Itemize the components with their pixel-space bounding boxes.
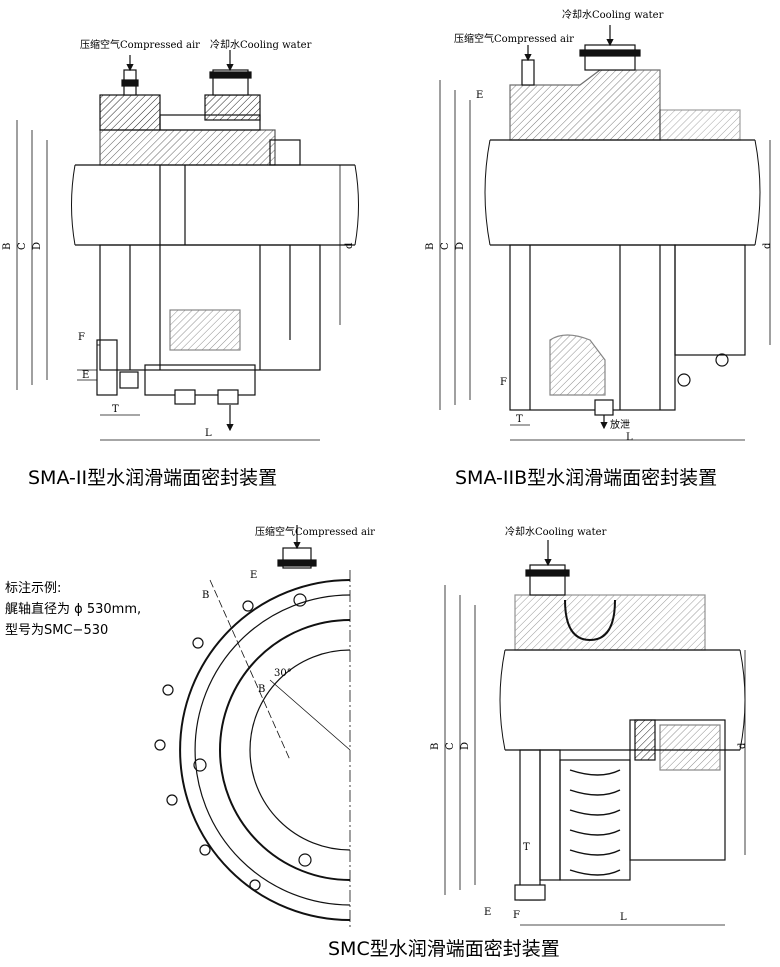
smc-side-dim-B: B bbox=[430, 743, 441, 750]
smc-side-dim-F: F bbox=[513, 910, 520, 921]
smc-side-dim-D: D bbox=[460, 742, 471, 750]
smc-side-dim-C: C bbox=[445, 742, 456, 750]
sma2b-dim-D: D bbox=[455, 242, 466, 250]
sma2-dim-F: F bbox=[78, 332, 85, 343]
sma2b-shaft bbox=[490, 139, 755, 246]
sma2-dim-E: E bbox=[82, 370, 89, 381]
smc-front-dim-B-outer: B bbox=[202, 590, 209, 601]
smc-side-dim-d: d bbox=[737, 742, 748, 749]
smc-side-cooling-water-label: 冷却水Cooling water bbox=[505, 525, 607, 538]
sma2b-dim-F: F bbox=[500, 377, 507, 388]
sma2b-dim-E: E bbox=[476, 90, 483, 101]
smc-side-dim-E: E bbox=[484, 907, 491, 918]
note-line1: 标注示例: bbox=[5, 581, 61, 596]
sma2b-compressed-air-label: 压缩空气Compressed air bbox=[454, 32, 574, 45]
sma2-dim-B: B bbox=[2, 243, 13, 250]
sma2-compressed-air-label: 压缩空气Compressed air bbox=[80, 38, 200, 51]
note-line2: 艉轴直径为 ϕ 530mm, bbox=[5, 602, 141, 617]
sma2b-drawing bbox=[439, 25, 771, 441]
sma2b-dim-T: T bbox=[516, 414, 523, 425]
sma2-dim-T: T bbox=[112, 404, 119, 415]
smc-side-dim-T: T bbox=[523, 842, 530, 853]
sma2b-dim-d: d bbox=[762, 242, 773, 249]
sma2-cooling-water-label: 冷却水Cooling water bbox=[210, 38, 312, 51]
sma2b-dim-C: C bbox=[440, 242, 451, 250]
note-line3: 型号为SMC−530 bbox=[5, 623, 108, 638]
caption-smc: SMC型水润滑端面密封装置 bbox=[328, 938, 560, 960]
sma2b-drain-label: 放泄 bbox=[610, 418, 630, 431]
sma2-shaft bbox=[75, 164, 355, 246]
caption-sma2: SMA-II型水润滑端面密封装置 bbox=[28, 467, 277, 489]
sma2-dim-L: L bbox=[205, 428, 212, 439]
sma2-drawing bbox=[16, 50, 359, 441]
sma2-dim-d: d bbox=[344, 242, 355, 249]
sma2b-dim-B: B bbox=[425, 243, 436, 250]
smc-front-view bbox=[154, 525, 351, 930]
sma2b-cooling-water-label: 冷却水Cooling water bbox=[562, 8, 664, 21]
sma2-dim-D: D bbox=[32, 242, 43, 250]
smc-side-dim-L: L bbox=[620, 912, 627, 923]
caption-sma2b: SMA-IIB型水润滑端面密封装置 bbox=[455, 467, 717, 489]
smc-front-dim-E: E bbox=[250, 570, 257, 581]
smc-front-dim-B-inner: B bbox=[258, 684, 265, 695]
sma2b-dim-L: L bbox=[626, 432, 633, 443]
smc-side-view bbox=[444, 540, 746, 926]
smc-front-compressed-air-label: 压缩空气Compressed air bbox=[255, 525, 375, 538]
sma2-dim-C: C bbox=[17, 242, 28, 250]
smc-front-angle: 30° bbox=[274, 668, 292, 679]
